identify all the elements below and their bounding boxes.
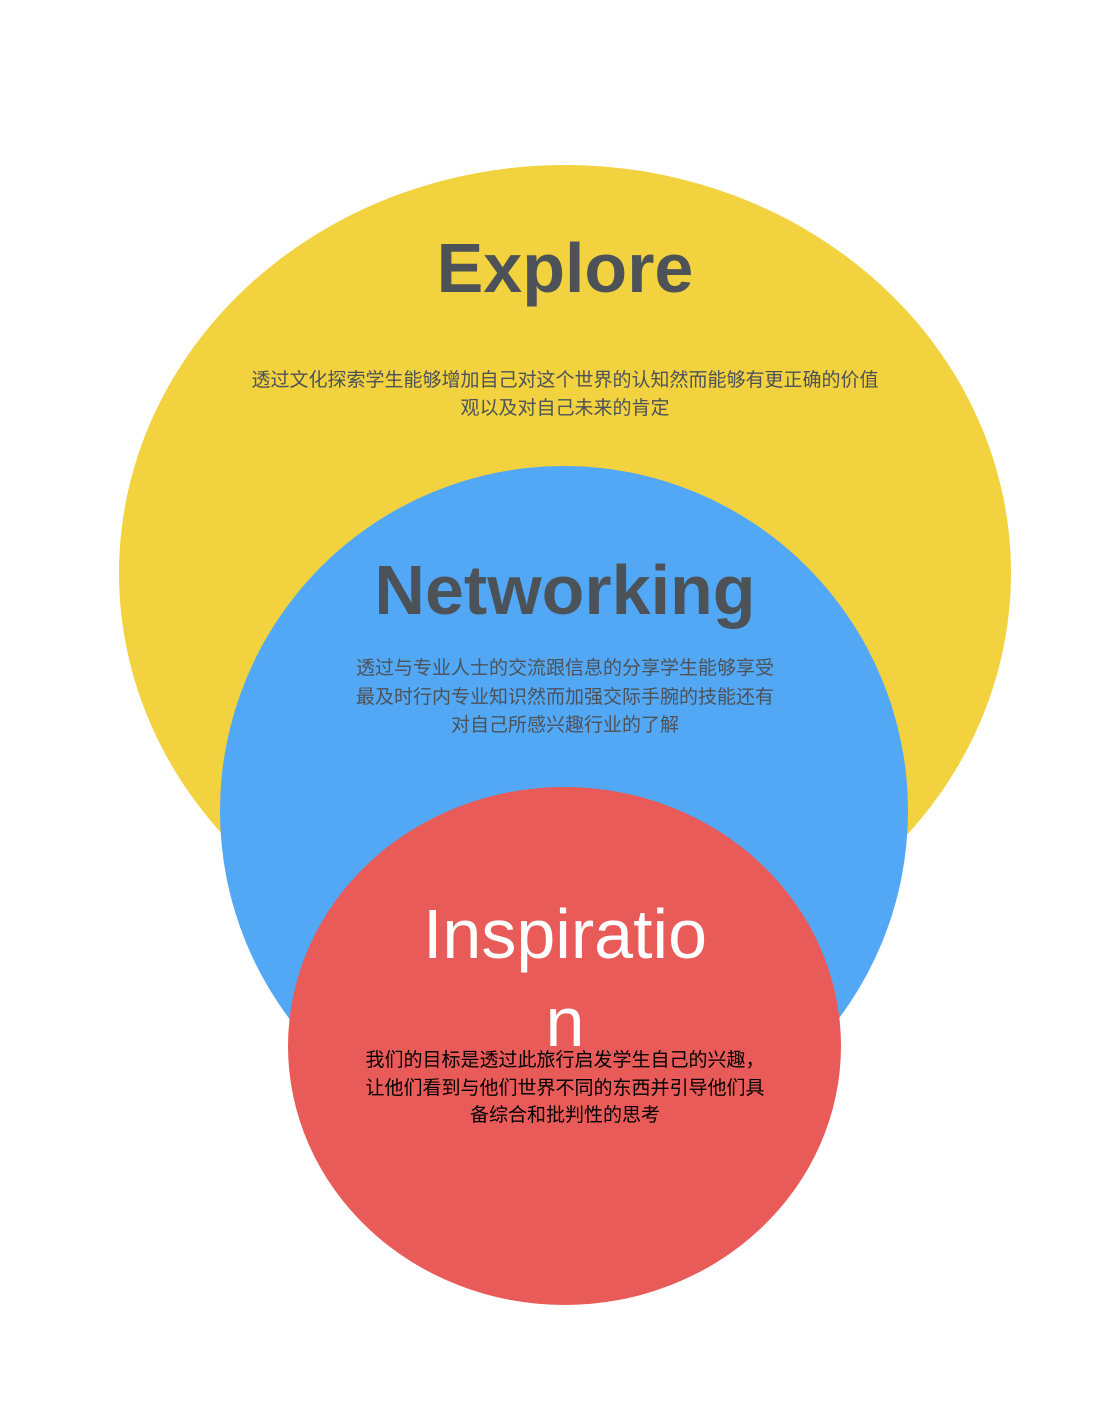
- inspiration-circle: [288, 787, 841, 1305]
- explore-title: Explore: [436, 229, 694, 307]
- explore-description: 透过文化探索学生能够增加自己对这个世界的认知然而能够有更正确的价值观以及对自己未…: [251, 369, 879, 419]
- inspiration-description: 我们的目标是透过此旅行启发学生自己的兴趣，让他们看到与他们世界不同的东西并引导他…: [365, 1049, 765, 1126]
- networking-description: 透过与专业人士的交流跟信息的分享学生能够享受最及时行内专业知识然而加强交际手腕的…: [355, 657, 774, 736]
- inspiration-title: Inspiration: [422, 895, 708, 1061]
- networking-title: Networking: [374, 551, 756, 629]
